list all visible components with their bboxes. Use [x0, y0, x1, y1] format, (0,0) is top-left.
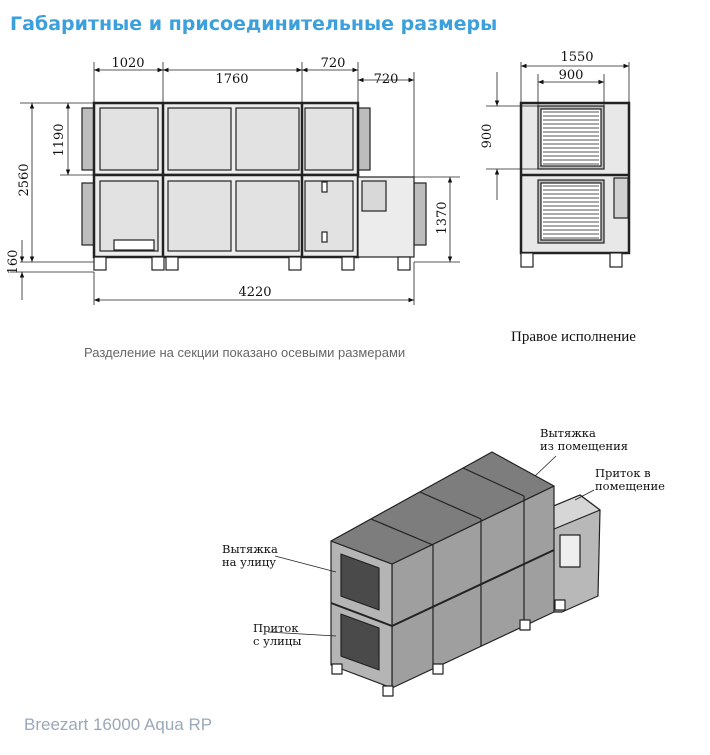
- label-supply-from-street-1: Приток: [253, 621, 299, 635]
- dim-side-width: 1550: [560, 50, 593, 65]
- dim-height-lower: 1370: [435, 201, 450, 234]
- label-supply-from-street-2: с улицы: [253, 634, 301, 648]
- label-exhaust-to-street-1: Вытяжка: [222, 542, 278, 556]
- side-dimension-lines: [486, 62, 630, 200]
- dim-top-4: 720: [374, 72, 399, 87]
- page-title: Габаритные и присоединительные размеры: [10, 13, 498, 35]
- dim-top-2: 1760: [215, 72, 248, 87]
- label-supply-to-room-1: Приток в: [595, 466, 651, 480]
- dim-side-opening-height: 900: [480, 124, 495, 149]
- label-supply-to-room-2: помещение: [595, 479, 665, 493]
- label-exhaust-from-room-1: Вытяжка: [540, 426, 596, 440]
- dim-height-total: 2560: [17, 163, 32, 196]
- isometric-view: [330, 451, 601, 697]
- dim-base: 160: [6, 250, 21, 275]
- dim-height-upper: 1190: [52, 123, 67, 156]
- model-name: Breezart 16000 Aqua RP: [24, 715, 213, 734]
- sections-caption: Разделение на секции показано осевыми ра…: [84, 345, 406, 360]
- label-exhaust-to-street-2: на улицу: [222, 555, 276, 569]
- front-view: [81, 101, 427, 271]
- dim-side-opening-width: 900: [559, 68, 584, 83]
- side-view-louvres: [543, 111, 599, 239]
- front-dimension-lines: [10, 62, 460, 305]
- dim-top-3: 720: [321, 56, 346, 71]
- iso-leader-lines: [267, 455, 595, 637]
- dim-top-1: 1020: [111, 56, 144, 71]
- dim-length: 4220: [238, 285, 271, 300]
- label-exhaust-from-room-2: из помещения: [540, 439, 628, 453]
- variant-label: Правое исполнение: [511, 329, 636, 345]
